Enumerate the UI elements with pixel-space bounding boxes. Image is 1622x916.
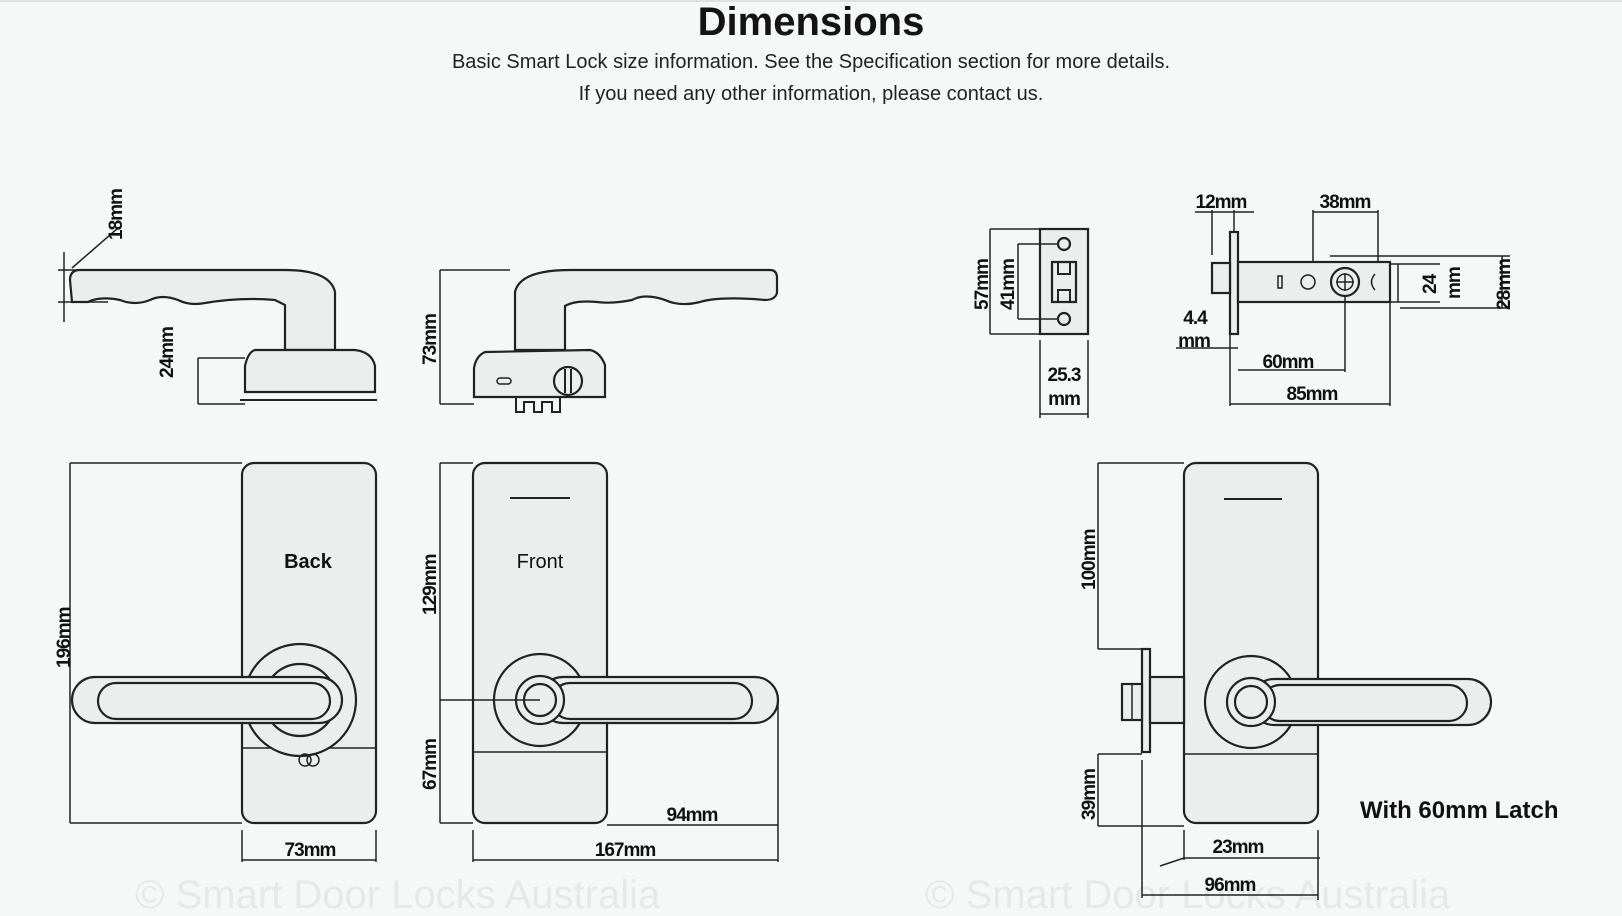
dim-latch-44: 4.4	[1183, 308, 1208, 329]
dim-lever-reach: 94mm	[667, 805, 718, 826]
dim-backset: 60mm	[1263, 352, 1314, 373]
dim-faceplate-width: 25.3	[1048, 365, 1081, 386]
dim-latch-24: 24	[1420, 273, 1441, 294]
front-view: Front 129mm 67mm 94mm 167mm	[420, 461, 780, 862]
dim-door-upper: 100mm	[1079, 529, 1100, 590]
page-title: Dimensions	[697, 0, 925, 44]
dim-total-height: 196mm	[54, 607, 75, 668]
dim-latch-length: 85mm	[1287, 384, 1338, 405]
side-view-back: 18mm 24mm	[58, 189, 377, 405]
page-subtitle-contact: If you need any other information, pleas…	[578, 83, 1044, 105]
dim-upper-height: 129mm	[420, 554, 441, 615]
dim-latch-plate-width: 12mm	[1196, 192, 1247, 213]
side-view-front: 73mm	[420, 268, 779, 413]
dim-latch-44-unit: mm	[1178, 331, 1210, 352]
dim-faceplate-height: 57mm	[972, 259, 993, 310]
dim-door-total: 96mm	[1205, 875, 1256, 896]
dim-lower-height: 67mm	[420, 739, 441, 790]
faceplate-view: 57mm 41mm 25.3 mm	[972, 227, 1090, 418]
dim-total-width: 167mm	[595, 840, 656, 861]
dim-rose-height: 24mm	[157, 327, 178, 378]
label-front: Front	[517, 551, 564, 573]
page-subtitle: Basic Smart Lock size information. See t…	[451, 51, 1171, 73]
door-view: With 60mm Latch 100mm 39mm 23mm 96mm	[1079, 461, 1558, 900]
watermark-left: © Smart Door Locks Australia	[135, 873, 661, 916]
dim-faceplate-width-unit: mm	[1048, 389, 1080, 410]
dim-hole-spacing: 41mm	[998, 259, 1019, 310]
dim-latch-24-unit: mm	[1444, 267, 1465, 299]
dim-door-lower: 39mm	[1079, 769, 1100, 820]
label-with-latch: With 60mm Latch	[1360, 797, 1558, 824]
label-back: Back	[284, 551, 333, 573]
dim-latch-38: 38mm	[1320, 192, 1371, 213]
dim-back-width: 73mm	[285, 840, 336, 861]
back-view: Back 196mm 73mm	[54, 461, 378, 862]
dim-handle-thickness: 18mm	[106, 189, 127, 240]
latch-view: 12mm 38mm 24 mm 28mm 4.4 mm 60mm 85mm	[1176, 192, 1515, 406]
dim-latch-28: 28mm	[1494, 259, 1515, 310]
dim-door-offset: 23mm	[1213, 837, 1264, 858]
dim-side-height: 73mm	[420, 314, 441, 365]
top-border	[0, 0, 1622, 2]
